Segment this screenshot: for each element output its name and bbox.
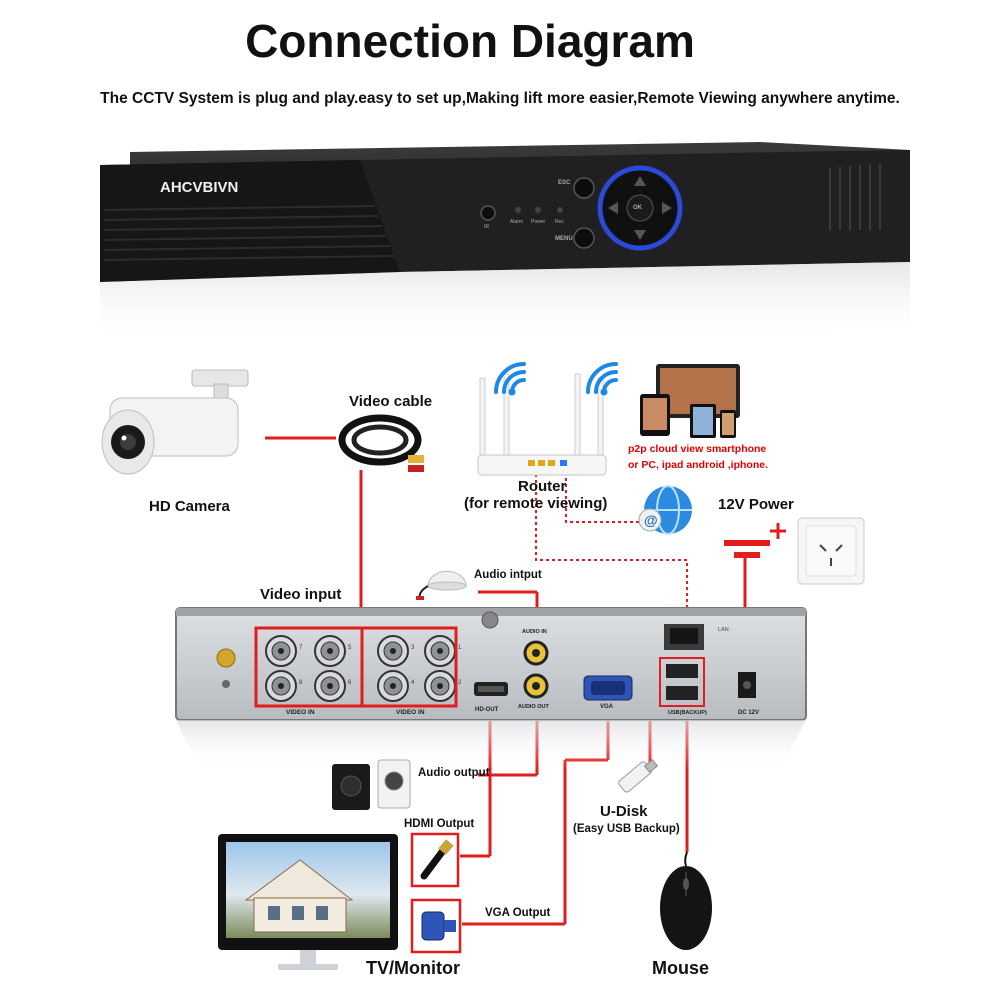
power-polarity-icon	[724, 523, 786, 558]
dvr-brand: AHCVBIVN	[160, 179, 238, 196]
bnc-connector-pin	[327, 683, 333, 689]
menu-button-icon	[573, 227, 595, 249]
vga-label: VGA	[600, 704, 614, 710]
ir-sensor-icon	[480, 205, 496, 221]
channel-number: 5	[348, 645, 352, 651]
vga-cable-icon	[410, 898, 462, 954]
mouse-icon	[660, 851, 712, 950]
router-sub-label: (for remote viewing)	[464, 495, 608, 512]
speaker-icon	[332, 759, 411, 810]
ir-label: IR	[484, 224, 489, 230]
channel-number: 6	[348, 680, 352, 686]
bnc-connector-pin	[437, 648, 443, 654]
power-indicator-label: Power	[531, 219, 546, 225]
channel-number: 3	[411, 645, 415, 651]
udisk-sub-label: (Easy USB Backup)	[573, 823, 680, 835]
bullet-camera-icon	[101, 369, 249, 475]
bnc-connector-pin	[437, 683, 443, 689]
channel-number: 7	[299, 645, 303, 651]
dvr-back-panel: 7 5 3 1 8 6 4 2	[175, 607, 807, 770]
alarm-label: Alarm	[510, 219, 524, 225]
ok-button-icon	[626, 194, 654, 222]
bnc-connector-pin	[327, 648, 333, 654]
hdmi-cable-icon	[410, 832, 460, 888]
p2p-line1: p2p cloud view smartphone	[628, 443, 767, 455]
channel-number: 4	[411, 680, 415, 686]
channel-number: 2	[458, 680, 462, 686]
bnc-connector-pin	[390, 648, 396, 654]
audio-out-label: AUDIO OUT	[518, 704, 549, 710]
vga-output-label: VGA Output	[485, 907, 551, 919]
router-label: Router	[518, 478, 567, 495]
hdmi-output-label: HDMI Output	[404, 818, 475, 830]
bnc-connector-pin	[390, 683, 396, 689]
page-subtitle: The CCTV System is plug and play.easy to…	[100, 90, 900, 107]
tv-monitor-label: TV/Monitor	[366, 958, 460, 978]
microphone-icon	[416, 570, 467, 600]
esc-label: ESC	[558, 180, 571, 186]
hd-out-label: HD-OUT	[475, 707, 499, 713]
channel-number: 1	[458, 645, 462, 651]
video-input-label: Video input	[260, 586, 342, 603]
audio-in-label: AUDIO IN	[522, 629, 547, 635]
bnc-connector-pin	[278, 648, 284, 654]
p2p-line2: or PC, ipad android ,iphone.	[628, 459, 769, 471]
network-wires	[535, 462, 688, 628]
usb-drive-icon	[618, 759, 659, 793]
internet-globe-icon: @	[638, 485, 692, 535]
dvr-front-unit: AHCVBIVN	[100, 142, 910, 340]
usb-label: USB(BACKUP)	[668, 710, 707, 716]
dc12v-label: DC 12V	[738, 710, 760, 716]
audio-output-label: Audio output	[418, 767, 490, 779]
svg-text:@: @	[644, 512, 658, 528]
video-in-right-label: VIDEO IN	[396, 709, 425, 716]
video-cable-icon	[338, 414, 424, 472]
bnc-connector-pin	[278, 683, 284, 689]
udisk-label: U-Disk	[600, 803, 648, 820]
channel-number: 8	[299, 680, 303, 686]
wifi-icon	[494, 362, 618, 394]
devices-icon	[640, 364, 740, 438]
page-title: Connection Diagram	[245, 15, 695, 67]
mouse-label: Mouse	[652, 958, 710, 978]
audio-input-label: Audio intput	[474, 569, 542, 581]
power-12v-label: 12V Power	[718, 496, 794, 513]
lan-label: LAN	[718, 627, 729, 633]
monitor-icon	[218, 834, 398, 970]
ok-label: OK	[633, 205, 642, 211]
hd-camera-label: HD Camera	[149, 498, 230, 515]
rec-label: Rec	[555, 219, 564, 225]
menu-label: MENU	[555, 236, 573, 242]
video-cable-label: Video cable	[349, 393, 433, 410]
video-in-left-label: VIDEO IN	[286, 709, 315, 716]
power-outlet-icon	[797, 517, 865, 585]
esc-button-icon	[573, 177, 595, 199]
router-icon	[477, 373, 607, 476]
